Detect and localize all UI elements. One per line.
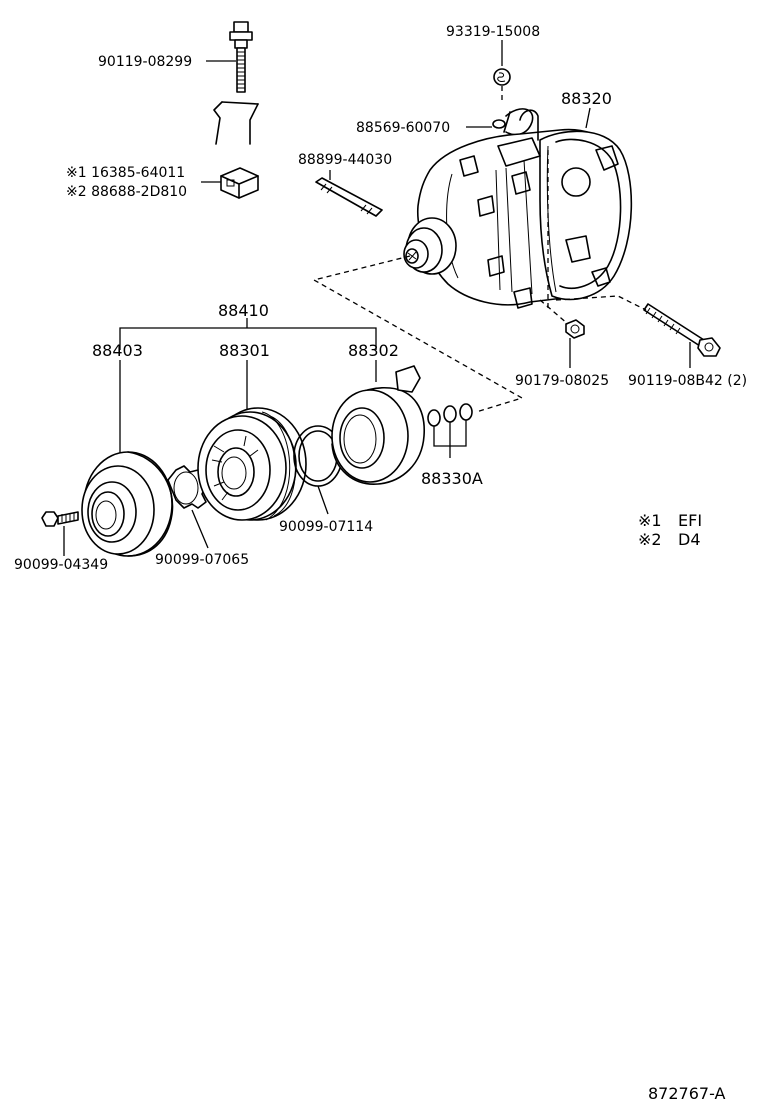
label-compressor: 88320	[561, 89, 612, 108]
bracket-outline-top	[221, 101, 259, 105]
label-bracket-1: ※1 16385-64011	[66, 165, 185, 181]
bracket-outline-left	[213, 101, 223, 145]
nut-90179-08025-drawing	[565, 319, 585, 339]
label-stud: 88899-44030	[298, 152, 392, 168]
label-rotor: 88301	[219, 341, 270, 360]
label-bracket-2: ※2 88688-2D810	[66, 184, 187, 200]
drawing-id: 872767-A	[648, 1084, 726, 1103]
bolt-90099-04349-drawing	[41, 511, 79, 527]
bolt-90119-08299-drawing	[229, 21, 253, 93]
plug-93319-15008-drawing	[493, 68, 511, 86]
bracket-block-drawing	[220, 167, 259, 199]
label-bolt-small: 90099-04349	[14, 557, 108, 573]
bracket-outline-right	[249, 103, 259, 145]
stator-88302-drawing	[331, 365, 425, 485]
label-nut: 90179-08025	[515, 373, 609, 389]
leader-snap-ring-rotor	[317, 485, 329, 515]
label-stator: 88302	[348, 341, 399, 360]
compressor-88320-drawing	[403, 109, 633, 309]
stud-88899-44030-drawing	[315, 177, 383, 217]
leader-snap-ring-plate	[191, 509, 209, 549]
alignment-dashes	[312, 255, 524, 413]
label-snap-ring-rotor: 90099-07114	[279, 519, 373, 535]
leader-compressor	[585, 107, 591, 129]
legend-mark-2: ※2	[638, 530, 662, 549]
leader-shims	[433, 420, 467, 458]
label-bolt-long: 90119-08B42 (2)	[628, 373, 747, 389]
snap-ring-90099-07065-drawing	[167, 465, 207, 509]
legend-text-2: D4	[678, 530, 701, 549]
nut-axis	[539, 299, 569, 325]
bolt-90119-08B42-drawing	[643, 303, 721, 357]
legend-text-1: EFI	[678, 511, 702, 530]
label-clutch-assy: 88410	[218, 301, 269, 320]
rotor-88301-drawing	[197, 407, 307, 521]
label-clip: 88569-60070	[356, 120, 450, 136]
pressure-plate-88403-drawing	[81, 451, 174, 557]
label-bolt-top: 90119-08299	[98, 54, 192, 70]
clip-88569-60070-drawing	[492, 108, 534, 136]
label-shims: 88330A	[421, 469, 483, 488]
clutch-assy-bracket	[119, 318, 377, 350]
label-plug: 93319-15008	[446, 24, 540, 40]
bolt-long-axis	[555, 295, 647, 311]
label-pressure-plate: 88403	[92, 341, 143, 360]
legend: ※1 EFI ※2 D4	[638, 511, 702, 549]
label-snap-ring-plate: 90099-07065	[155, 552, 249, 568]
legend-mark-1: ※1	[638, 511, 662, 530]
